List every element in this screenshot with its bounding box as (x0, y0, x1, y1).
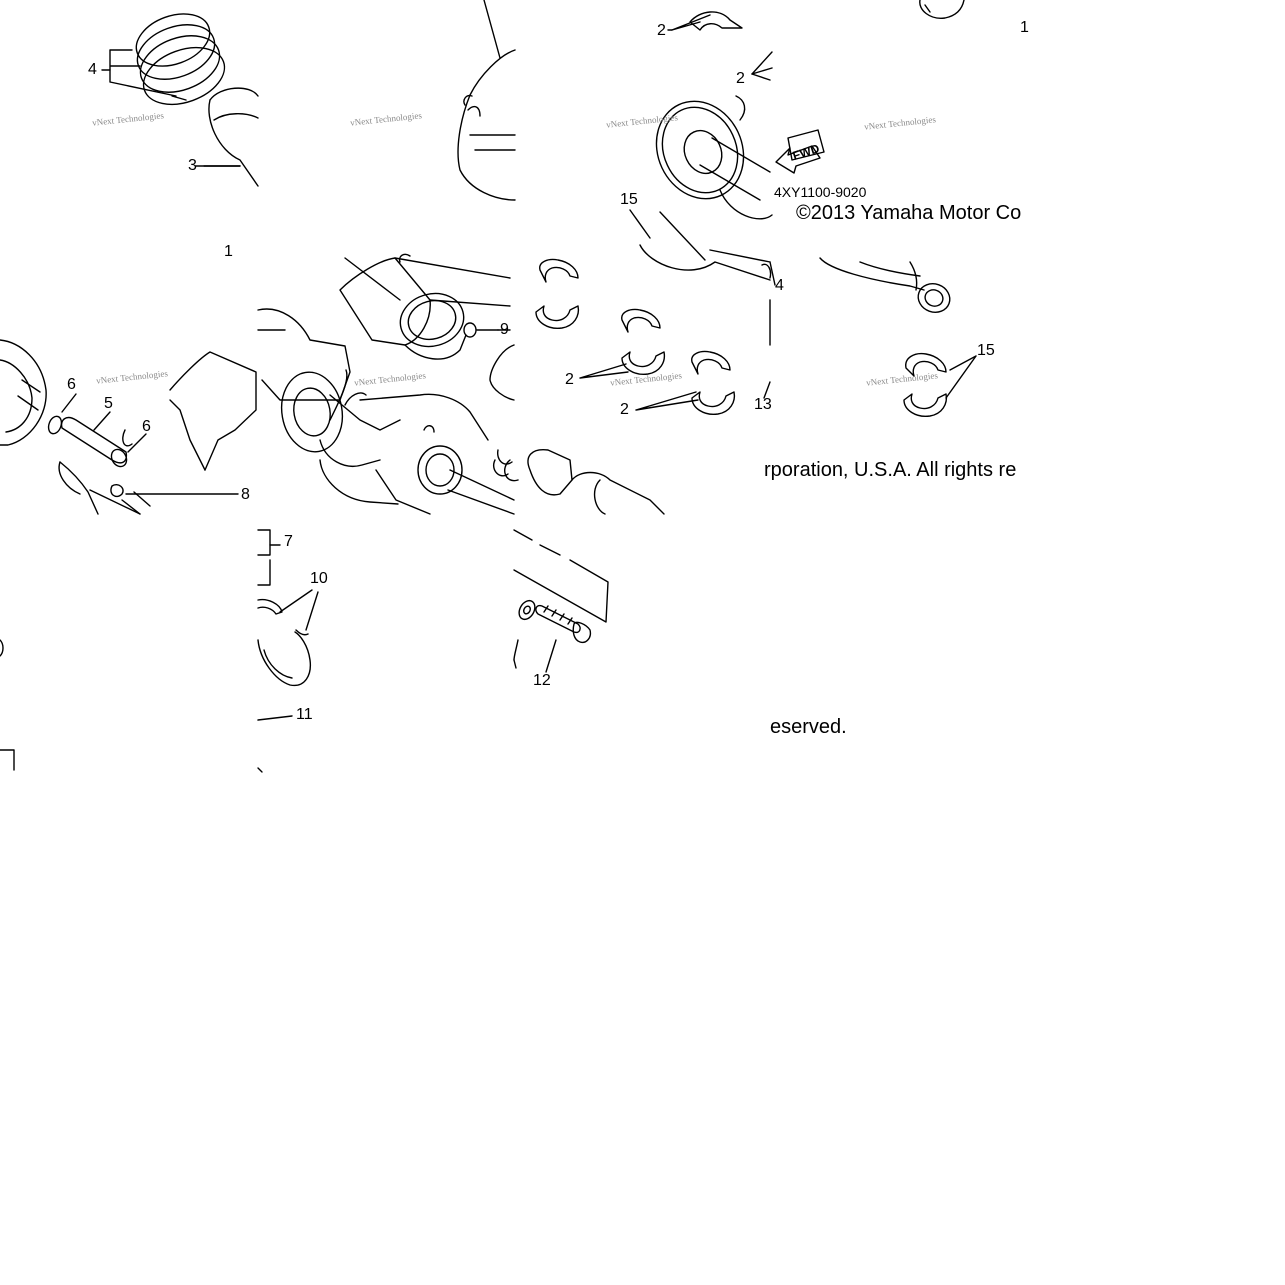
callout-15: 15 (620, 191, 638, 208)
fwd-label-svg: FWD (791, 141, 822, 163)
copyright-line-3: eserved. (770, 716, 847, 738)
callout-6: 6 (67, 376, 76, 393)
copyright-line-1: ©2013 Yamaha Motor Co (796, 202, 1022, 224)
callout-12: 12 (533, 672, 551, 689)
balancer-gear-drawing (629, 11, 773, 281)
callout-2: 2 (565, 371, 574, 388)
callout-5: 5 (104, 395, 113, 412)
callout-3: 3 (188, 157, 197, 174)
callout-13: 13 (754, 396, 772, 413)
copyright-line-2: rporation, U.S.A. All rights re (764, 459, 1017, 481)
callout-4: 4 (775, 277, 784, 294)
callout-2: 2 (657, 22, 666, 39)
fwd-arrow-drawing (775, 129, 825, 174)
callout-2: 2 (620, 401, 629, 418)
part-code: 4XY1100-9020 (774, 184, 867, 200)
fwd-label: FWD (791, 141, 822, 163)
callout-4: 4 (88, 61, 97, 78)
callout-1: 1 (224, 243, 233, 260)
conrod-cap-drawing (257, 529, 319, 773)
callout-8: 8 (241, 486, 250, 503)
crankcase-edge-drawing (457, 0, 516, 201)
callout-7: 7 (284, 533, 293, 550)
callout-9: 9 (500, 321, 509, 338)
callout-1: 1 (1020, 19, 1029, 36)
bearings-drawing (497, 258, 776, 515)
callout-15: 15 (977, 342, 995, 359)
bearing-top-right-drawing (919, 0, 965, 19)
bottom-left-bracket (0, 639, 15, 771)
callout-11: 11 (296, 706, 313, 723)
leader-lines (61, 29, 771, 453)
callout-10: 10 (310, 570, 328, 587)
piston-conrod-drawing (0, 339, 257, 515)
balancer-shaft-right-drawing (819, 257, 977, 417)
callout-6: 6 (142, 418, 151, 435)
callout-2: 2 (736, 70, 745, 87)
bolt-washer-drawing (513, 529, 609, 673)
piston-rings-drawing (109, 13, 259, 187)
